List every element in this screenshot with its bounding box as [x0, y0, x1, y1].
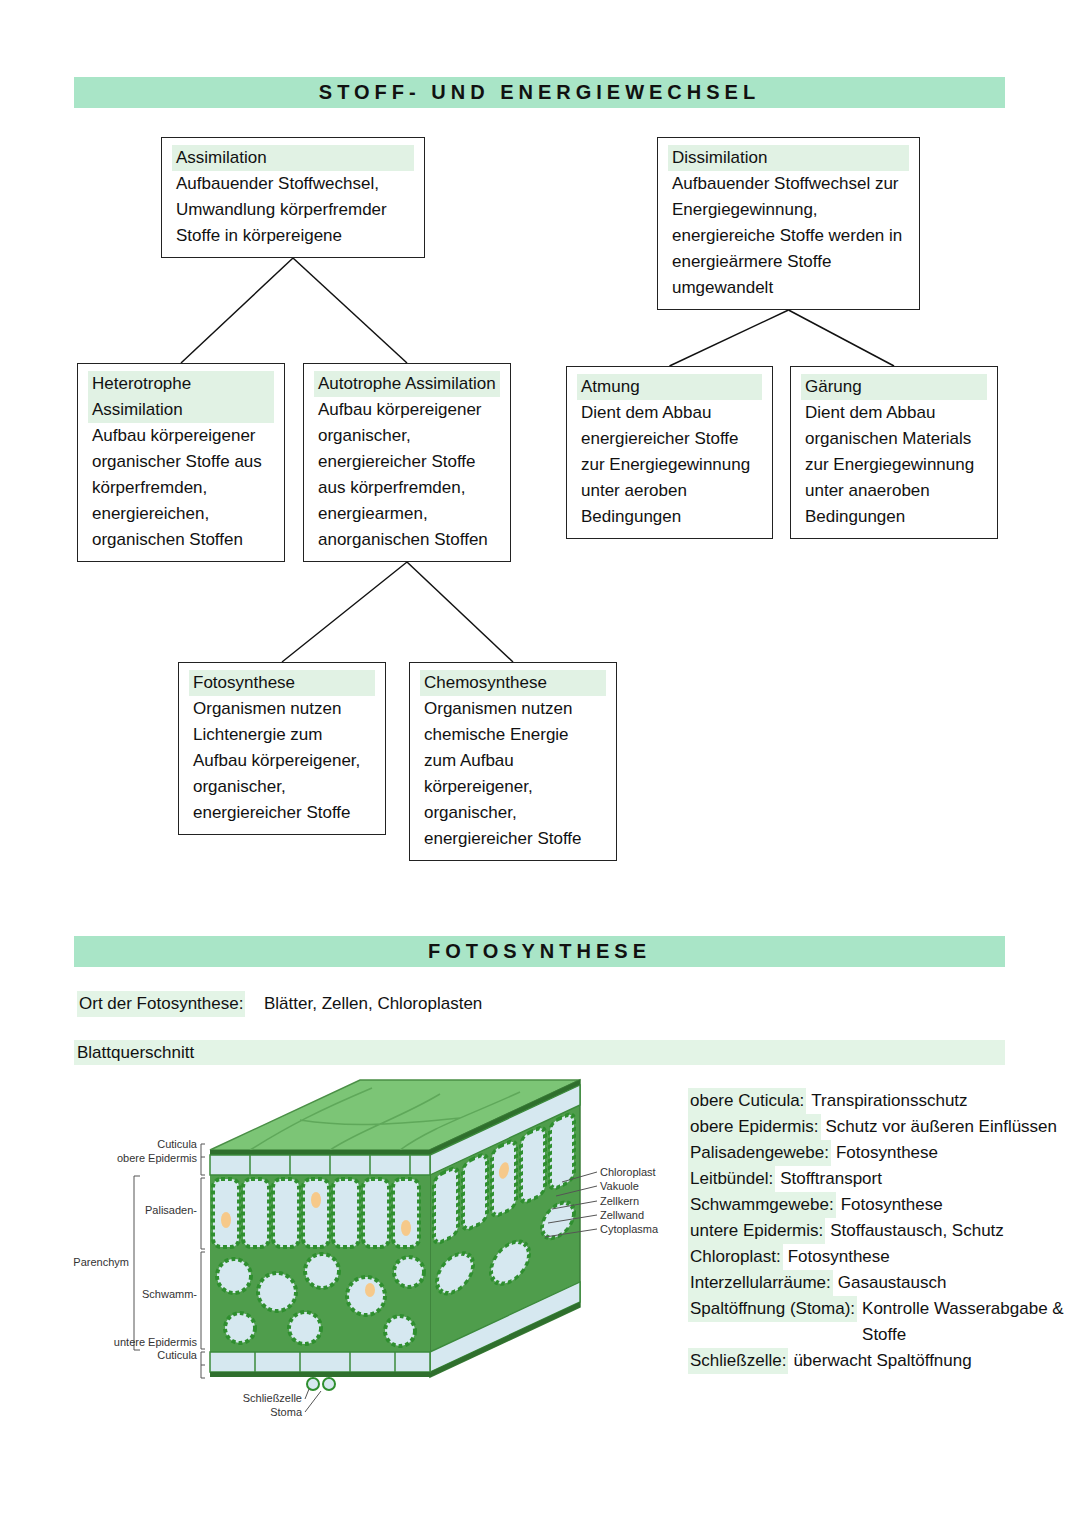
box-heading: Heterotrophe Assimilation: [88, 371, 274, 423]
box-heading: Assimilation: [172, 145, 414, 171]
location-term: Ort der Fotosynthese:: [77, 991, 245, 1017]
glossary-definition: Stofftransport: [780, 1166, 882, 1192]
box-heading: Blattquerschnitt: [77, 1040, 1005, 1065]
section-band: STOFF- UND ENERGIEWECHSEL: [74, 77, 1005, 108]
bracket-lines: [134, 1144, 597, 1412]
box-text: Aufbauender Stoffwechsel, Umwandlung kör…: [172, 171, 414, 249]
section-band: FOTOSYNTHESE: [74, 936, 1005, 967]
part-label: Schließzelle: [243, 1392, 302, 1405]
concept-box: ChemosyntheseOrganismen nutzen chemische…: [409, 662, 617, 861]
part-label: Parenchym: [73, 1256, 129, 1269]
part-label: Palisaden-: [145, 1204, 197, 1217]
glossary-definition: Fotosynthese: [836, 1140, 938, 1166]
glossary-definition: überwacht Spaltöffnung: [793, 1348, 971, 1374]
concept-box: AtmungDient dem Abbau energiereicher Sto…: [566, 366, 773, 539]
part-label: untere Epidermis: [114, 1336, 197, 1349]
part-label: Cuticula: [157, 1138, 197, 1151]
connector-line: [789, 310, 895, 366]
glossary-term: obere Epidermis:: [688, 1114, 821, 1140]
glossary-term: Schließzelle:: [688, 1348, 788, 1374]
glossary-term: Schwammgewebe:: [688, 1192, 836, 1218]
concept-box: FotosyntheseOrganismen nutzen Lichtenerg…: [178, 662, 386, 835]
box-text: Aufbau körpereigener organischer Stoffe …: [88, 423, 274, 553]
glossary-term: Leitbündel:: [688, 1166, 775, 1192]
box-heading: Dissimilation: [668, 145, 909, 171]
connector-line: [282, 562, 407, 662]
box-heading: Gärung: [801, 374, 987, 400]
connector-line: [407, 562, 513, 662]
box-text: Organismen nutzen chemische Energie zum …: [420, 696, 606, 852]
concept-box: Heterotrophe AssimilationAufbau körperei…: [77, 363, 285, 562]
subsection-band: Blattquerschnitt: [74, 1040, 1005, 1065]
cell-part-label: Vakuole: [600, 1180, 639, 1193]
glossary-definition: Kontrolle Wasserabgabe & Stoffe: [862, 1296, 1066, 1348]
box-heading: FOTOSYNTHESE: [428, 940, 651, 963]
box-text: Dient dem Abbau organischen Materials zu…: [801, 400, 987, 530]
box-heading: STOFF- UND ENERGIEWECHSEL: [319, 81, 760, 104]
box-text: Aufbau körpereigener organischer, energi…: [314, 397, 500, 553]
glossary-definition: Fotosynthese: [841, 1192, 943, 1218]
box-text: Dient dem Abbau energiereicher Stoffe zu…: [577, 400, 762, 530]
concept-box: DissimilationAufbauender Stoffwechsel zu…: [657, 137, 920, 310]
cell-part-label: Zellkern: [600, 1195, 639, 1208]
connector-line: [181, 258, 293, 363]
concept-box: GärungDient dem Abbau organischen Materi…: [790, 366, 998, 539]
glossary-term: Spaltöffnung (Stoma):: [688, 1296, 857, 1322]
concept-box: Autotrophe AssimilationAufbau körpereige…: [303, 363, 511, 562]
connector-line: [670, 310, 789, 366]
part-label: obere Epidermis: [117, 1152, 197, 1165]
concept-box: AssimilationAufbauender Stoffwechsel, Um…: [161, 137, 425, 258]
glossary-term: Chloroplast:: [688, 1244, 783, 1270]
cell-part-label: Chloroplast: [600, 1166, 656, 1179]
part-label: Schwamm-: [142, 1288, 197, 1301]
glossary-definition: Fotosynthese: [788, 1244, 890, 1270]
box-heading: Chemosynthese: [420, 670, 606, 696]
box-heading: Autotrophe Assimilation: [314, 371, 500, 397]
part-label: Cuticula: [157, 1349, 197, 1362]
glossary-definition: Schutz vor äußeren Einflüssen: [826, 1114, 1058, 1140]
connector-line: [293, 258, 407, 363]
leaf-block: [210, 1080, 580, 1390]
location-text: Blätter, Zellen, Chloroplasten: [264, 991, 482, 1017]
box-text: Aufbauender Stoffwechsel zur Energiegewi…: [668, 171, 909, 301]
box-heading: Fotosynthese: [189, 670, 375, 696]
glossary-definition: Stoffaustausch, Schutz: [830, 1218, 1004, 1244]
glossary-definition: Gasaustausch: [838, 1270, 947, 1296]
cell-part-label: Zellwand: [600, 1209, 644, 1222]
glossary-term: obere Cuticula:: [688, 1088, 806, 1114]
part-label: Stoma: [270, 1406, 302, 1419]
glossary-term: Interzellularräume:: [688, 1270, 833, 1296]
glossary-term: Palisadengewebe:: [688, 1140, 831, 1166]
cell-part-label: Cytoplasma: [600, 1223, 658, 1236]
glossary-definition: Transpirationsschutz: [811, 1088, 967, 1114]
box-heading: Atmung: [577, 374, 762, 400]
glossary-term: untere Epidermis:: [688, 1218, 825, 1244]
box-text: Organismen nutzen Lichtenergie zum Aufba…: [189, 696, 375, 826]
